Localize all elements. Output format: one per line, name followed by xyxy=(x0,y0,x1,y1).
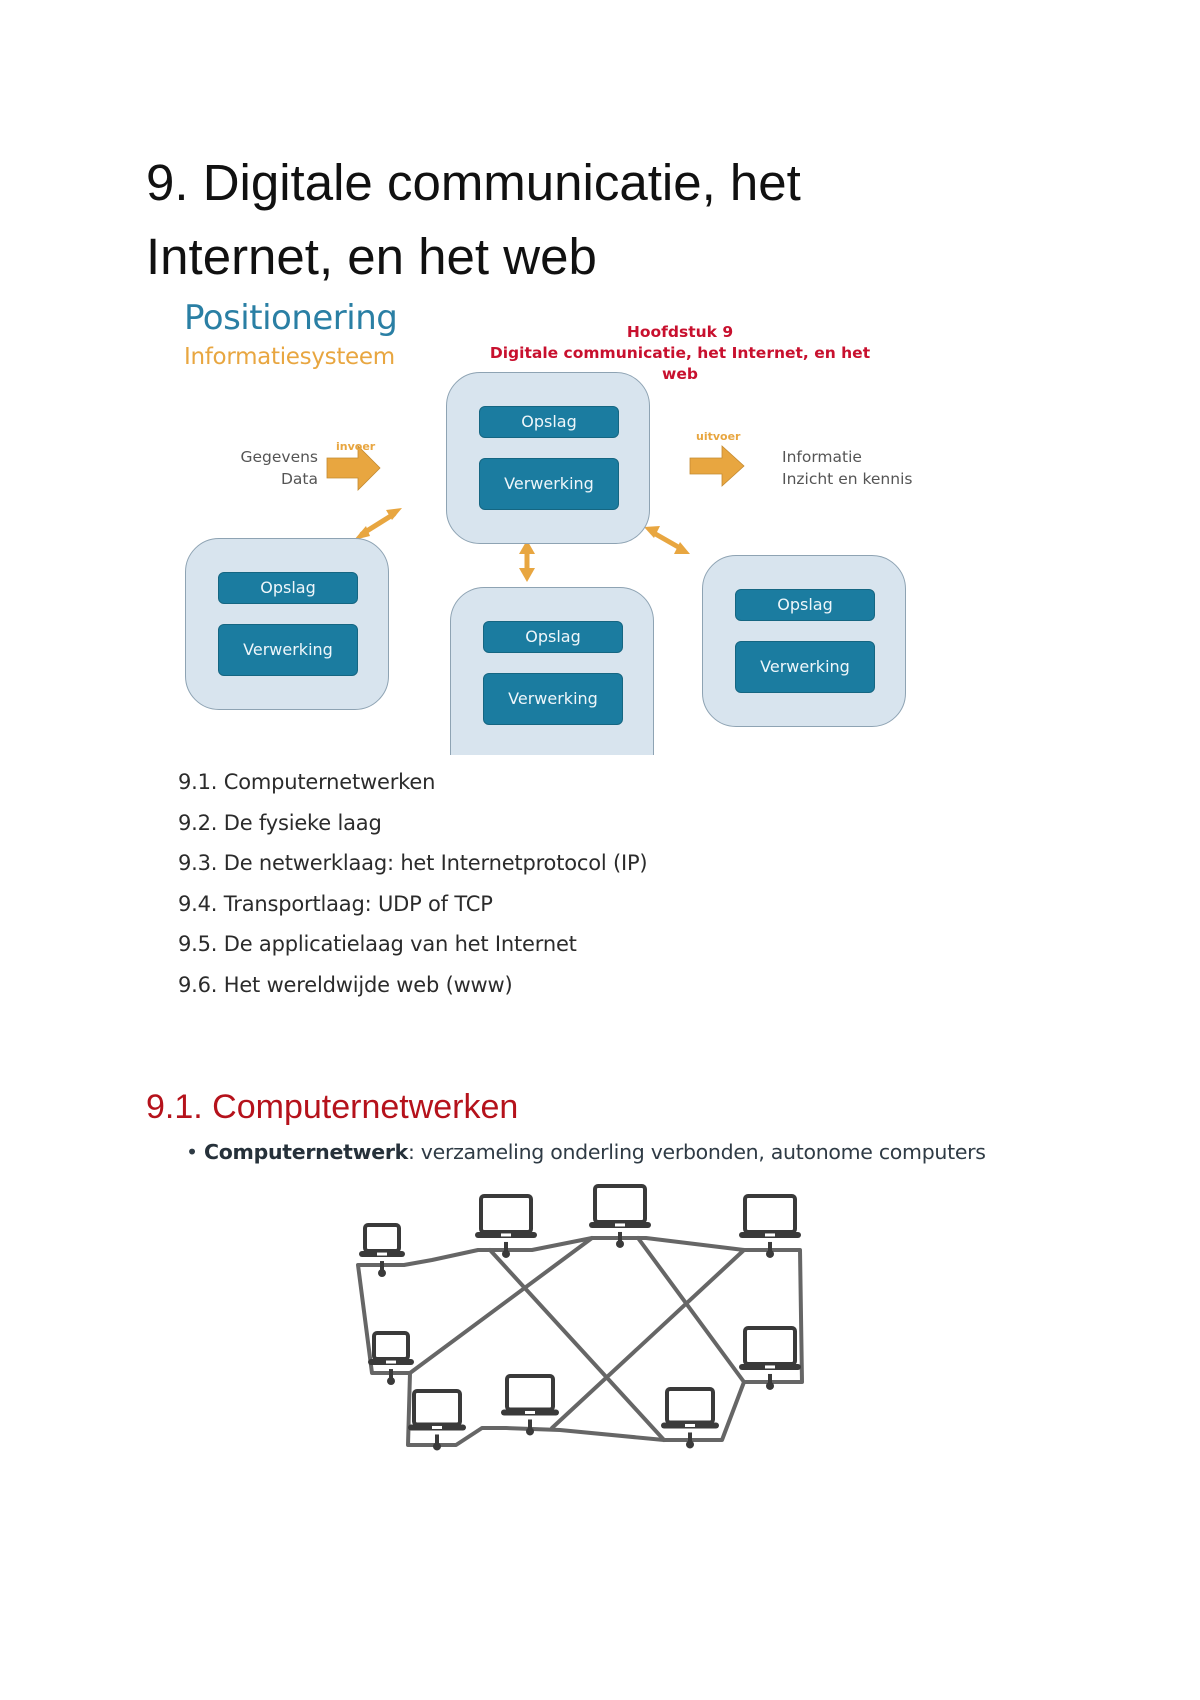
chapter-title: Digitale communicatie, het Internet, en … xyxy=(489,344,871,383)
toc-item: 9.2. De fysieke laag xyxy=(178,810,382,835)
toc-item: 9.1. Computernetwerken xyxy=(178,770,436,794)
laptop-icon xyxy=(739,1326,801,1390)
processing-box: Verwerking xyxy=(735,641,875,693)
positioning-subheading: Informatiesysteem xyxy=(184,344,395,370)
network-cable xyxy=(408,1236,594,1375)
chapter-heading: Hoofdstuk 9 Digitale communicatie, het I… xyxy=(470,322,890,385)
laptop-icon xyxy=(661,1387,719,1449)
system-node-right: Opslag Verwerking xyxy=(702,555,906,727)
output-text: Informatie Inzicht en kennis xyxy=(782,446,912,490)
storage-box: Opslag xyxy=(218,572,358,604)
toc-item: 9.5. De applicatielaag van het Internet xyxy=(178,932,577,956)
bullet-term: Computernetwerk xyxy=(204,1140,408,1164)
chapter-label: Hoofdstuk 9 xyxy=(626,323,734,341)
output-text-line2: Inzicht en kennis xyxy=(782,470,913,488)
system-node-center: Opslag Verwerking xyxy=(446,372,650,544)
laptop-icon xyxy=(475,1194,537,1258)
arrows-layer xyxy=(326,445,745,582)
processing-box: Verwerking xyxy=(218,624,358,676)
input-arrow-icon xyxy=(326,445,381,491)
section-title: 9.1. Computernetwerken xyxy=(146,1088,519,1126)
network-cable xyxy=(636,1236,746,1384)
laptop-icon xyxy=(501,1374,559,1436)
storage-box: Opslag xyxy=(479,406,619,438)
laptop-icon xyxy=(589,1184,651,1248)
laptop-icon xyxy=(408,1389,466,1451)
document-title: 9. Digitale communicatie, het Internet, … xyxy=(146,154,801,285)
input-text-line1: Gegevens xyxy=(240,448,318,466)
processing-box: Verwerking xyxy=(483,673,623,725)
bullet-text: : verzameling onderling verbonden, auton… xyxy=(407,1140,986,1164)
laptop-icon xyxy=(359,1223,405,1278)
toc-item: 9.6. Het wereldwijde web (www) xyxy=(178,972,513,997)
input-text-line2: Data xyxy=(280,470,318,488)
system-node-bottom: Opslag Verwerking xyxy=(450,587,654,755)
laptop-icon xyxy=(368,1331,414,1386)
storage-box: Opslag xyxy=(735,589,875,621)
input-label: invoer xyxy=(336,440,376,453)
storage-box: Opslag xyxy=(483,621,623,653)
table-of-contents: 9.1. Computernetwerken 9.2. De fysieke l… xyxy=(178,762,648,1005)
input-text: Gegevens Data xyxy=(206,446,318,490)
positioning-heading: Positionering xyxy=(184,298,398,338)
definition-bullet: • Computernetwerk: verzameling onderling… xyxy=(186,1140,986,1164)
network-cable xyxy=(488,1248,666,1442)
output-text-line1: Informatie xyxy=(782,448,862,466)
output-label: uitvoer xyxy=(696,430,741,443)
toc-item: 9.4. Transportlaag: UDP of TCP xyxy=(178,891,493,916)
link-arrow-right-icon xyxy=(649,529,683,551)
system-node-left: Opslag Verwerking xyxy=(185,538,389,710)
network-cable xyxy=(550,1248,746,1430)
output-arrow-icon xyxy=(689,445,745,487)
bullet-dot: • xyxy=(186,1140,205,1164)
positioning-diagram: Positionering Informatiesysteem Hoofdstu… xyxy=(170,290,960,755)
toc-item: 9.3. De netwerklaag: het Internetprotoco… xyxy=(178,851,648,875)
laptop-icon xyxy=(739,1194,801,1258)
processing-box: Verwerking xyxy=(479,458,619,510)
